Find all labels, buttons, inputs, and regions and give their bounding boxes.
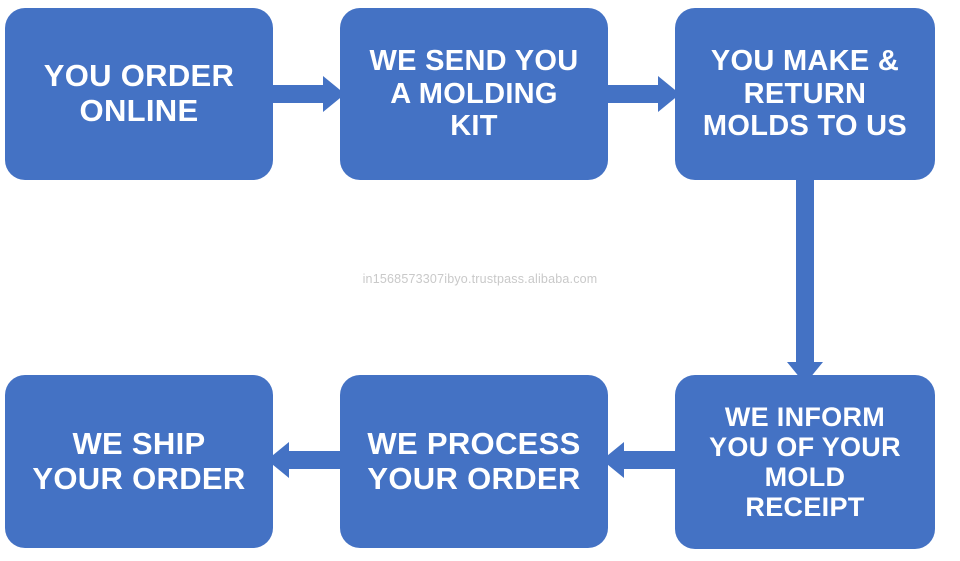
flow-node-label: WE SHIP YOUR ORDER xyxy=(32,425,246,496)
arrow-shaft xyxy=(600,85,660,103)
flow-arrow-step-4-to-step-5 xyxy=(602,442,682,478)
arrow-head-right-icon xyxy=(323,76,345,112)
flow-node-step-4[interactable]: WE INFORM YOU OF YOUR MOLD RECEIPT xyxy=(675,375,935,549)
flow-node-label: WE SEND YOU A MOLDING KIT xyxy=(369,45,579,143)
flow-node-label: YOU MAKE & RETURN MOLDS TO US xyxy=(702,45,908,143)
arrow-shaft xyxy=(265,85,325,103)
flow-arrow-step-2-to-step-3 xyxy=(600,76,680,112)
arrow-shaft xyxy=(796,172,814,364)
flow-node-step-5[interactable]: WE PROCESS YOUR ORDER xyxy=(340,375,608,548)
flow-node-step-6[interactable]: WE SHIP YOUR ORDER xyxy=(5,375,273,548)
watermark-text: in1568573307ibyo.trustpass.alibaba.com xyxy=(362,272,598,286)
arrow-shaft xyxy=(287,451,347,469)
flow-node-label: WE PROCESS YOUR ORDER xyxy=(367,425,581,496)
arrow-shaft xyxy=(622,451,682,469)
flow-arrow-step-5-to-step-6 xyxy=(267,442,347,478)
flow-node-step-2[interactable]: WE SEND YOU A MOLDING KIT xyxy=(340,8,608,180)
arrow-head-right-icon xyxy=(658,76,680,112)
flow-node-label: WE INFORM YOU OF YOUR MOLD RECEIPT xyxy=(709,401,901,523)
flow-node-step-1[interactable]: YOU ORDER ONLINE xyxy=(5,8,273,180)
flow-node-label: YOU ORDER ONLINE xyxy=(43,58,235,128)
flow-arrow-step-1-to-step-2 xyxy=(265,76,345,112)
flow-node-step-3[interactable]: YOU MAKE & RETURN MOLDS TO US xyxy=(675,8,935,180)
